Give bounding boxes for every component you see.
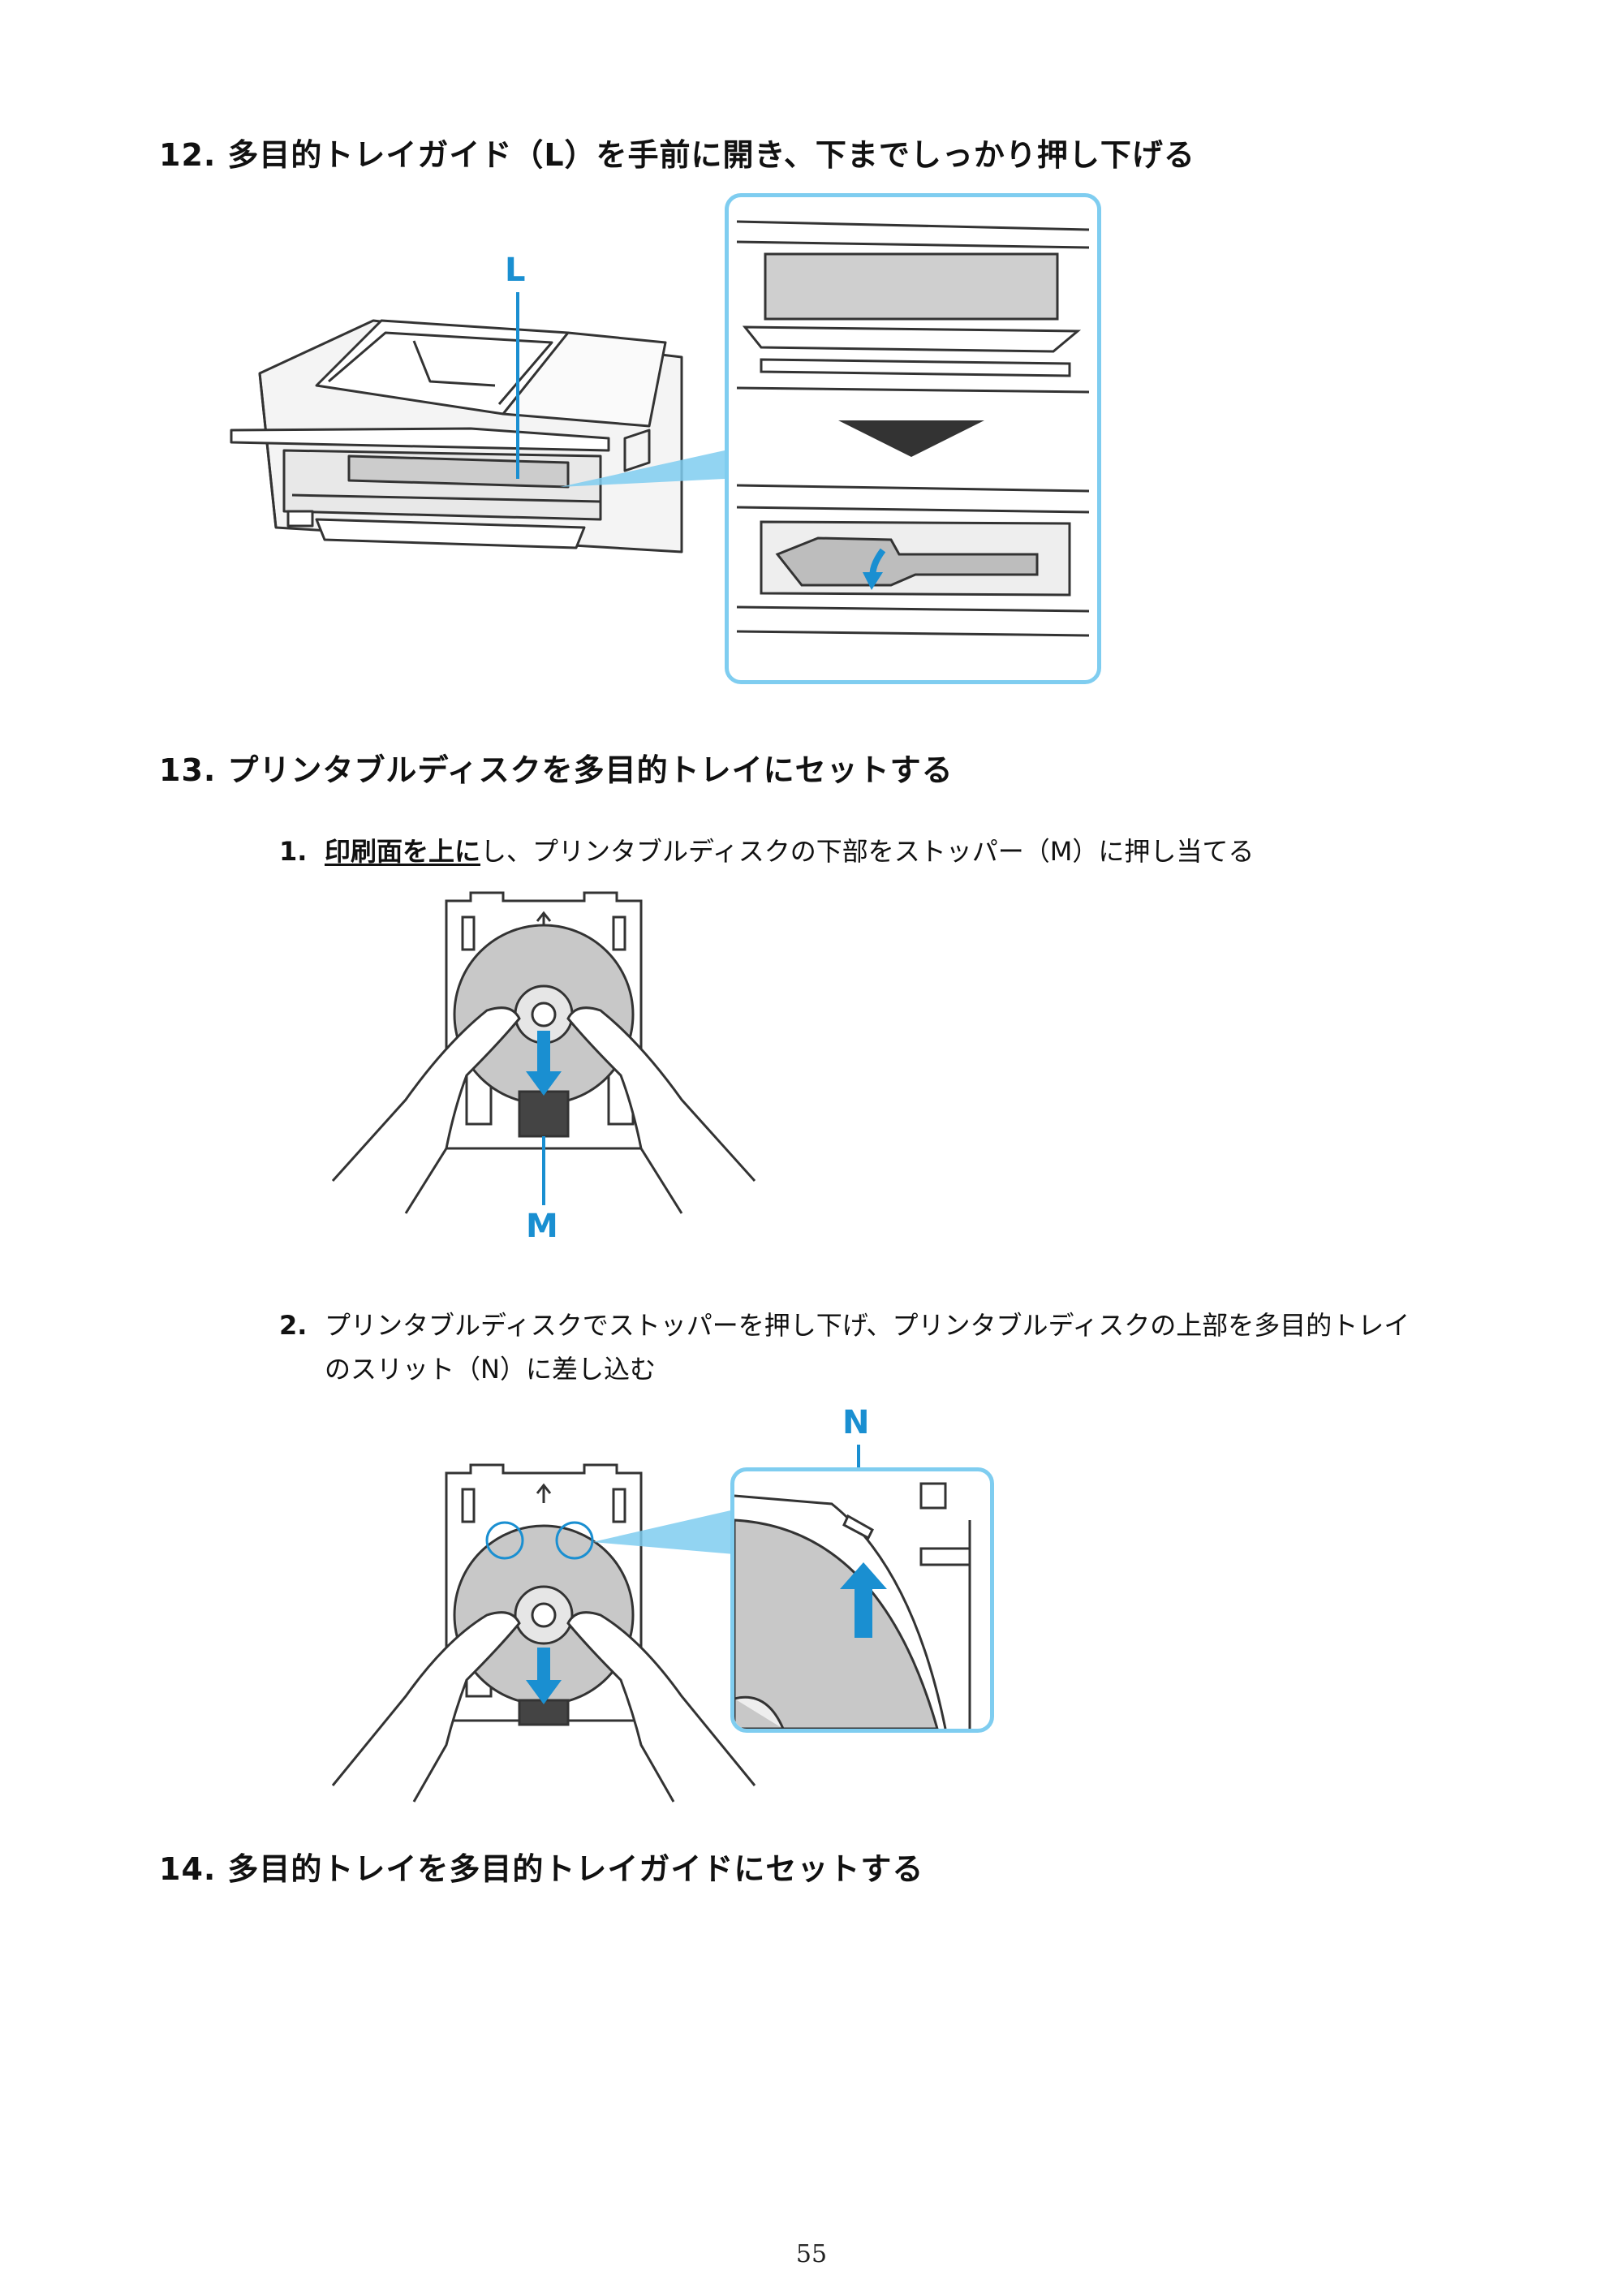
push-down-arrow-icon [537,1031,550,1075]
step-number: 14. [159,1851,217,1887]
disc-tray-illustration-2 [331,1463,756,1803]
substep-text: し、プリンタブルディスクの下部をストッパー（M）に押し当てる [480,836,1255,867]
substep-number: 2. [279,1310,308,1341]
step-13-title: 13. プリンタブルディスクを多目的トレイにセットする [159,745,954,790]
substep-2: 2. プリンタブルディスクでストッパーを押し下げ、プリンタブルディスクの上部を多… [279,1303,1410,1391]
push-up-arrow-icon [855,1585,872,1638]
push-down-arrow-icon [537,1648,550,1684]
callout-label-l: L [505,252,526,289]
step-number: 12. [159,137,217,173]
disc-tray-illustration-1 [331,891,756,1214]
callout-label-m: M [526,1208,558,1245]
substep-1: 1. 印刷面を上にし、プリンタブルディスクの下部をストッパー（M）に押し当てる [279,829,1255,873]
detail-panel-step13 [730,1467,994,1733]
substep-emphasis: 印刷面を上に [325,836,481,867]
step-text: プリンタブルディスクを多目的トレイにセットする [227,752,954,788]
callout-label-n: N [842,1404,870,1441]
down-arrow-icon [838,420,984,457]
printer-illustration [230,319,683,554]
slot-highlight-right [555,1521,594,1560]
tray-before-illustration [736,220,1090,637]
page-number: 55 [795,2240,828,2268]
step-12-title: 12. 多目的トレイガイド（L）を手前に開き、下までしっかり押し下げる [159,130,1195,174]
step-number: 13. [159,752,217,788]
slot-highlight-left [485,1521,524,1560]
detail-panel-step12 [725,193,1101,684]
substep-number: 1. [279,836,308,867]
substep-text-line2: のスリット（N）に差し込む [325,1354,656,1385]
step-text: 多目的トレイを多目的トレイガイドにセットする [227,1851,924,1887]
slot-zoom-illustration [734,1482,971,1729]
substep-text-line1: プリンタブルディスクでストッパーを押し下げ、プリンタブルディスクの上部を多目的ト… [325,1310,1410,1341]
step-14-title: 14. 多目的トレイを多目的トレイガイドにセットする [159,1844,923,1889]
step-text: 多目的トレイガイド（L）を手前に開き、下までしっかり押し下げる [227,137,1195,173]
